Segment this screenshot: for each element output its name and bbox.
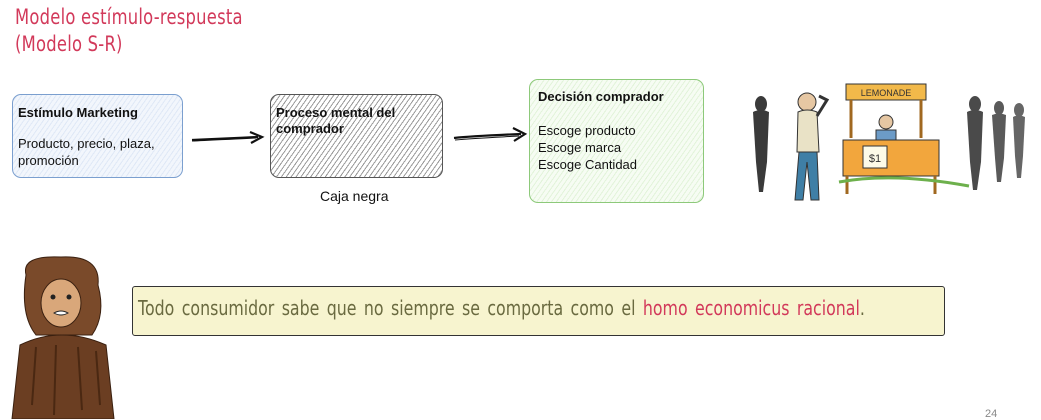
thinking-man-icon [794, 92, 830, 201]
slide-title: Modelo estímulo-respuesta (Modelo S-R) [15, 4, 243, 58]
lemonade-stand-icon: LEMONADE $1 [838, 83, 970, 194]
stimulus-body: Producto, precio, plaza, promoción [18, 136, 155, 168]
caveman-icon [11, 256, 115, 419]
stand-sign-text: LEMONADE [861, 88, 912, 98]
caveman-illustration [11, 256, 115, 419]
banner-highlight: homo economicus racional [642, 296, 860, 320]
mental-process-box: Proceso mental del comprador [270, 94, 443, 178]
decision-heading: Decisión comprador [538, 89, 664, 104]
stimulus-box: Estímulo Marketing Producto, precio, pla… [12, 94, 183, 178]
price-sign-text: $1 [869, 153, 881, 165]
shadow-queue-icon [967, 96, 1025, 190]
stimulus-heading: Estímulo Marketing [18, 105, 138, 120]
slide-title-line1: Modelo estímulo-respuesta [15, 5, 243, 29]
decision-item: Escoge producto [538, 123, 636, 138]
banner-text: Todo consumidor sabe que no siempre se c… [138, 296, 865, 320]
lemonade-stand-illustration: LEMONADE $1 [753, 83, 1025, 201]
decision-item: Escoge Cantidad [538, 157, 638, 172]
shadow-person-icon [753, 96, 769, 192]
page-number: 24 [985, 408, 998, 420]
arrow-stimulus-to-process [191, 130, 265, 144]
banner-text-end: . [859, 296, 865, 320]
black-box-caption: Caja negra [320, 188, 389, 204]
banner-text-start: Todo consumidor sabe que no siempre se c… [138, 296, 643, 320]
decision-item: Escoge marca [538, 140, 622, 155]
banner-box [132, 286, 945, 336]
decision-box: Decisión comprador Escoge producto Escog… [529, 79, 704, 203]
arrow-process-to-decision [453, 127, 528, 142]
slide-title-line2: (Modelo S-R) [15, 32, 123, 56]
mental-process-heading: Proceso mental del comprador [276, 105, 396, 136]
